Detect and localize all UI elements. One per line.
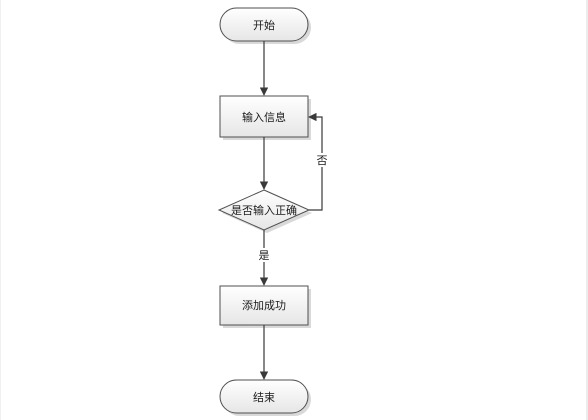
yes-label-bg [257, 248, 271, 262]
input-label: 输入信息 [242, 110, 286, 124]
decision-node: 是否输入正确 [217, 189, 312, 233]
end-node: 结束 [219, 379, 311, 416]
success-label: 添加成功 [242, 298, 286, 312]
no-edge-label: 否 [317, 154, 328, 167]
success-node: 添加成功 [219, 285, 311, 328]
no-label-bg [315, 153, 329, 167]
end-label: 结束 [253, 391, 275, 404]
input-node: 输入信息 [219, 95, 311, 140]
start-node: 开始 [219, 7, 311, 44]
decision-label: 是否输入正确 [231, 203, 297, 217]
yes-edge-label: 是 [259, 249, 270, 262]
start-label: 开始 [253, 18, 275, 32]
